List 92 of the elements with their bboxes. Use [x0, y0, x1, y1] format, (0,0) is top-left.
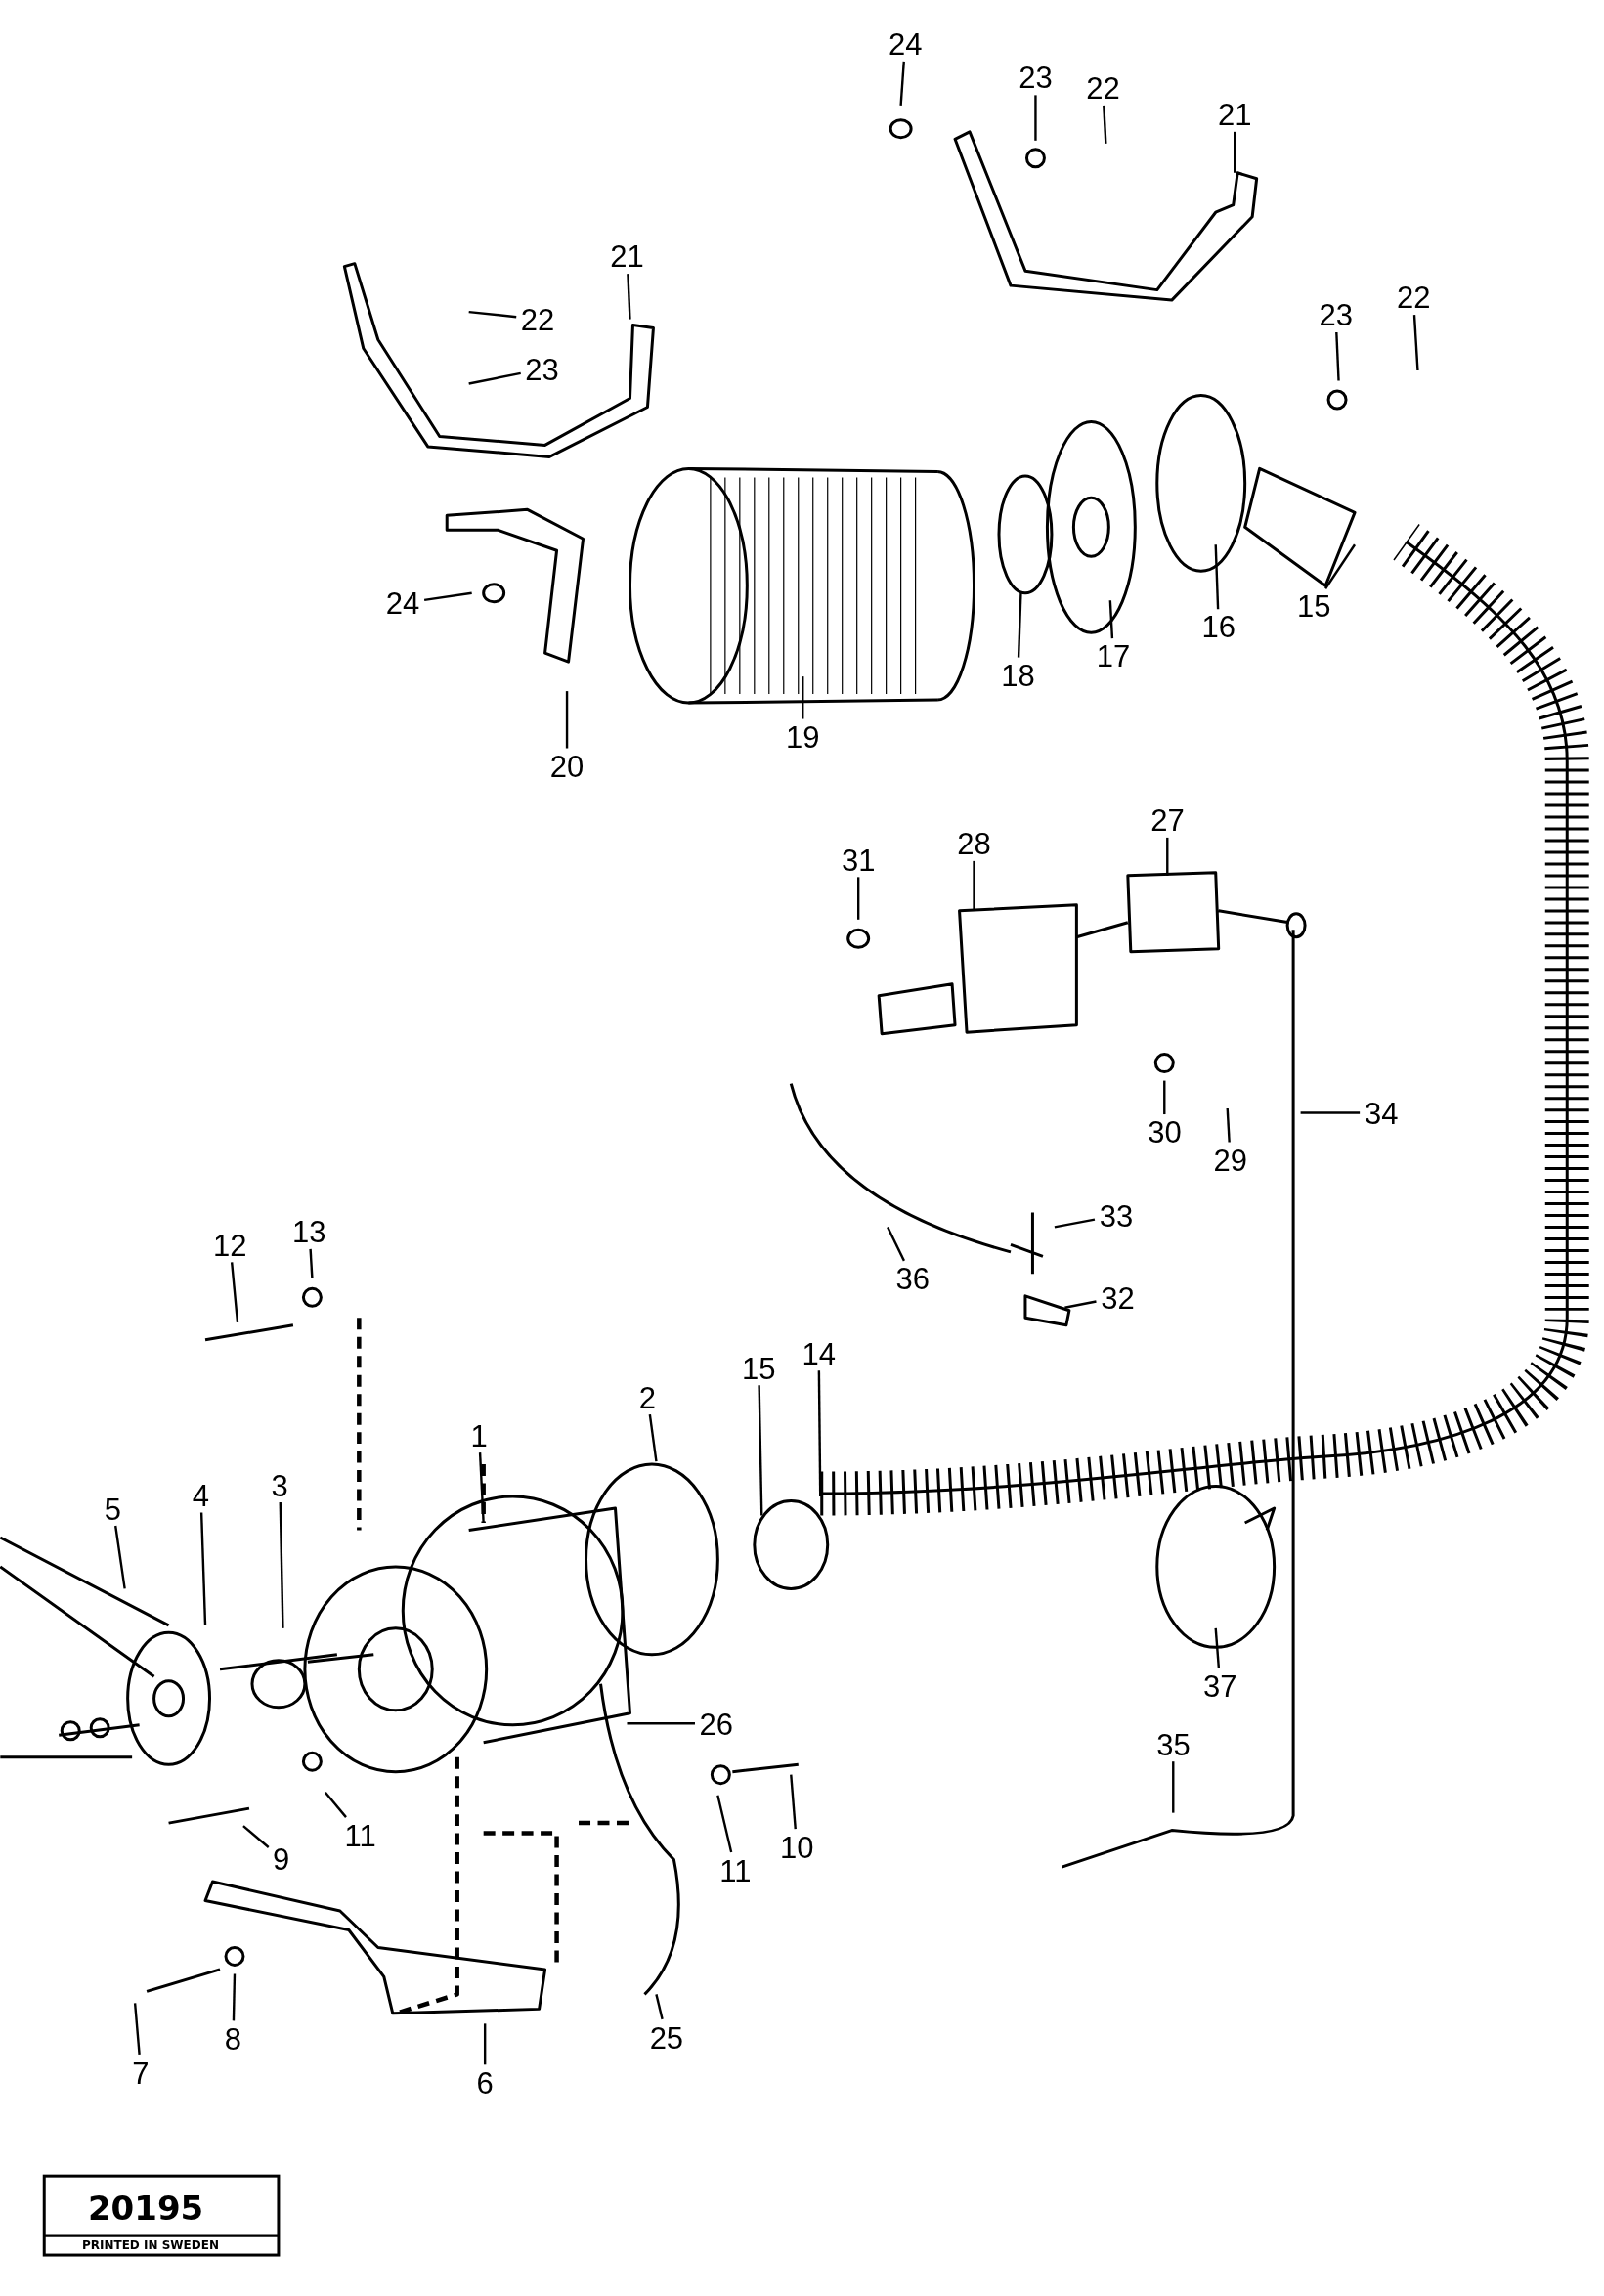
callout-number: 5	[102, 1493, 123, 1526]
leader-line	[232, 1973, 237, 2021]
leader-line	[1034, 95, 1037, 141]
leader-line	[483, 2023, 487, 2065]
callout-number: 29	[1211, 1144, 1250, 1177]
callout-number: 23	[1017, 61, 1055, 94]
callout-number: 28	[955, 827, 993, 860]
callout-number: 22	[518, 303, 557, 336]
callout-number: 20	[547, 750, 586, 783]
leader-line	[1172, 1761, 1175, 1813]
leader-line	[133, 2003, 141, 2055]
callout-number: 36	[893, 1262, 932, 1295]
leader-line	[1234, 131, 1236, 173]
callout-number: 12	[211, 1229, 249, 1262]
callout-number: 32	[1099, 1281, 1137, 1315]
leader-line	[199, 1512, 207, 1625]
callout-number: 11	[717, 1854, 754, 1887]
leader-line	[423, 591, 472, 602]
leader-line	[1226, 1107, 1231, 1143]
leader-line	[1108, 600, 1114, 639]
leader-line	[887, 1226, 905, 1262]
drawing-number: 20195	[87, 2188, 204, 2228]
callout-number: 24	[886, 27, 925, 61]
leader-line	[1412, 315, 1419, 371]
leader-line	[627, 274, 631, 320]
callout-number: 22	[1084, 71, 1122, 105]
callout-number: 22	[1394, 281, 1433, 314]
callout-number: 23	[1317, 298, 1355, 331]
leader-line	[1064, 1300, 1097, 1309]
leader-line	[1335, 332, 1340, 381]
callout-number: 34	[1362, 1097, 1401, 1130]
callout-number: 4	[190, 1479, 211, 1512]
print-note: PRINTED IN SWEDEN	[81, 2237, 219, 2252]
callout-number: 33	[1097, 1199, 1136, 1233]
callout-number: 27	[1149, 803, 1187, 837]
leader-line	[1163, 1080, 1166, 1115]
callout-number: 1	[468, 1419, 490, 1452]
leader-line	[655, 1994, 664, 2020]
leader-line	[230, 1262, 239, 1322]
callout-number: 10	[778, 1831, 816, 1864]
callout-number: 16	[1199, 610, 1238, 643]
leader-line	[309, 1248, 314, 1278]
callout-number: 18	[999, 659, 1037, 692]
leader-line	[478, 1452, 485, 1524]
callout-number: 26	[697, 1708, 736, 1741]
callout-number: 6	[474, 2066, 496, 2100]
leader-line	[242, 1825, 270, 1848]
leader-line	[817, 1370, 822, 1497]
callout-number: 17	[1094, 639, 1133, 672]
leader-line	[973, 860, 975, 911]
leader-line	[899, 61, 905, 106]
callout-number: 25	[647, 2021, 686, 2055]
callout-number: 19	[784, 720, 822, 754]
callout-number: 13	[289, 1215, 328, 1248]
callout-number: 31	[839, 844, 878, 877]
leader-line	[716, 1795, 733, 1853]
leader-line	[1054, 1218, 1096, 1229]
leader-line	[468, 310, 517, 319]
leader-line	[1300, 1111, 1361, 1114]
callout-number: 11	[342, 1819, 378, 1852]
leader-line	[1103, 105, 1107, 144]
callout-number: 21	[1216, 98, 1254, 131]
leader-line	[1214, 544, 1220, 610]
leader-line	[468, 371, 521, 385]
leader-line	[1214, 1627, 1221, 1668]
leader-line	[790, 1774, 797, 1830]
leader-line	[279, 1502, 284, 1628]
callout-number: 15	[1295, 589, 1333, 623]
leader-line	[324, 1791, 347, 1818]
leader-line	[1324, 543, 1357, 589]
callout-number: 7	[130, 2057, 152, 2090]
callout-number: 14	[800, 1337, 838, 1370]
leader-line	[565, 691, 569, 749]
callout-number: 3	[269, 1469, 290, 1502]
leader-line	[1017, 592, 1022, 658]
callout-number: 37	[1201, 1669, 1239, 1703]
callout-number: 23	[523, 353, 561, 386]
leader-line	[1166, 837, 1169, 876]
leader-line	[856, 877, 860, 920]
callout-number: 30	[1146, 1115, 1184, 1148]
leader-line	[758, 1385, 763, 1516]
leader-line	[114, 1525, 126, 1589]
callout-number: 21	[608, 239, 646, 273]
callout-number: 35	[1154, 1728, 1192, 1761]
leader-line	[627, 1722, 695, 1725]
leader-line	[648, 1414, 658, 1462]
callout-number: 9	[271, 1842, 292, 1876]
leader-line	[802, 676, 804, 719]
callout-number: 8	[222, 2022, 243, 2056]
callout-number: 15	[740, 1352, 778, 1385]
callout-number: 2	[636, 1381, 658, 1414]
callout-number: 24	[383, 586, 422, 620]
